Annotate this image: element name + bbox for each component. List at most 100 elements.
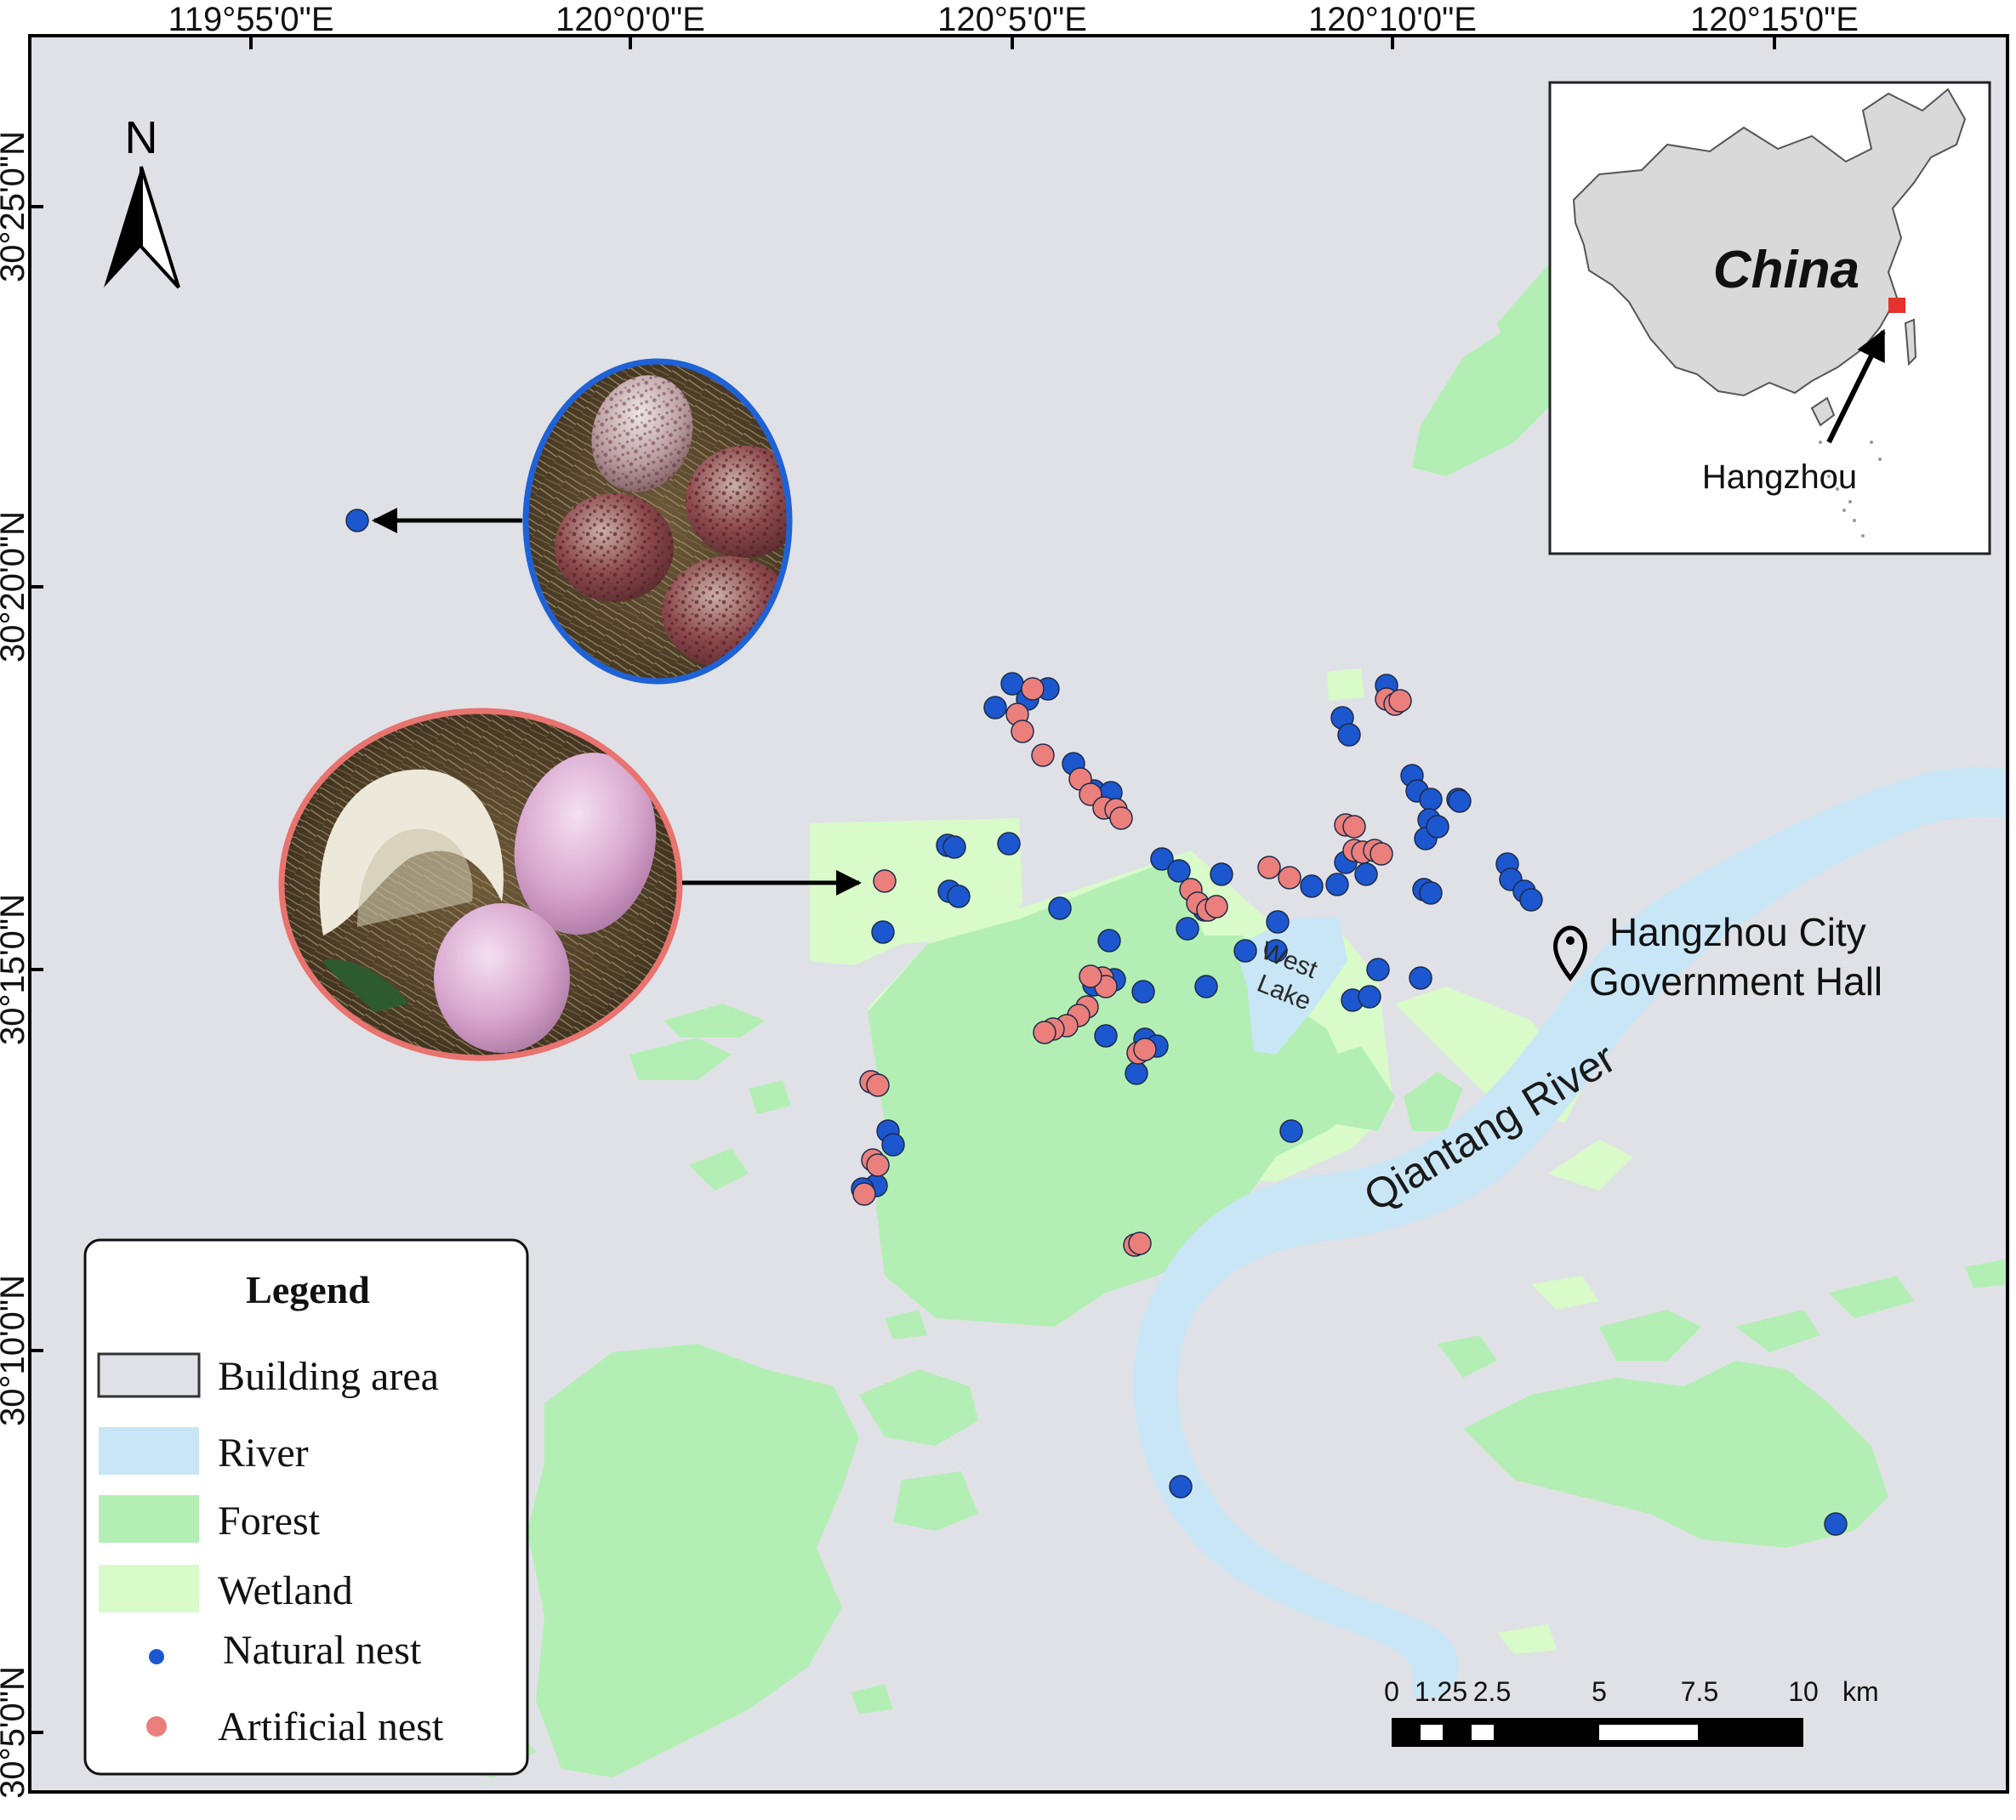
artificial-nest-marker-23 — [1133, 1038, 1157, 1061]
natural-nest-marker-31 — [1266, 910, 1290, 934]
natural-nest-marker-14 — [1048, 896, 1072, 920]
longitude-label-1: 119°55'0"E — [168, 1, 333, 38]
natural-nest-marker-17 — [1150, 847, 1174, 871]
legend-item-forest: Forest — [218, 1499, 321, 1544]
natural-nest-marker-57 — [1279, 1119, 1303, 1143]
natural-nest-marker-13 — [871, 920, 895, 944]
graticule-ticks — [30, 36, 1776, 1734]
natural-nest-marker-55 — [1519, 888, 1543, 912]
artificial-nest-marker-20 — [1033, 1021, 1056, 1044]
china-inset: China Hangzhou — [1548, 81, 1991, 555]
natural-nest-marker-30 — [1264, 939, 1288, 963]
artificial-nest-marker-31 — [1370, 842, 1393, 866]
natural-nest-marker-29 — [1233, 939, 1257, 963]
artificial-nest-marker-39 — [852, 1182, 876, 1206]
natural-nest-marker-22 — [1194, 975, 1218, 998]
natural-nest-marker-19 — [1210, 862, 1233, 886]
artificial-nest-photo — [278, 708, 683, 1061]
natural-nest-marker-32 — [1300, 874, 1324, 898]
natural-nest-marker-21 — [1176, 917, 1199, 941]
north-label: N — [125, 112, 158, 163]
natural-nest-marker-63 — [1824, 1512, 1848, 1536]
longitude-label-4: 120°10'0"E — [1308, 1, 1477, 38]
natural-nest-marker-33 — [1325, 873, 1349, 896]
artificial-nest-marker-34 — [1388, 689, 1412, 713]
legend-item-natural-nest: Natural nest — [223, 1628, 422, 1673]
artificial-nest-marker-42 — [873, 869, 897, 893]
artificial-nest-marker-38 — [866, 1153, 890, 1177]
natural-nest-marker-1 — [983, 696, 1007, 719]
scale-unit: km — [1842, 1676, 1879, 1707]
artificial-nest-marker-25 — [1278, 866, 1301, 890]
natural-nest-marker-37 — [1358, 985, 1381, 1009]
north-arrow-icon: N — [104, 112, 180, 289]
natural-nest-layer — [345, 509, 1848, 1536]
inset-arrow — [1826, 328, 1886, 444]
natural-nest-marker-59 — [881, 1133, 905, 1157]
artificial-nest-marker-21 — [1079, 964, 1102, 988]
artificial-nest-marker-36 — [866, 1073, 890, 1097]
legend-swatch-forest — [99, 1495, 199, 1543]
natural-nest-marker-35 — [1366, 958, 1390, 981]
latitude-label-2: 30°20'0"N — [0, 511, 31, 663]
legend-swatch-building — [97, 1352, 201, 1398]
legend-item-river: River — [218, 1430, 309, 1476]
artificial-nest-marker-13 — [1204, 895, 1228, 919]
natural-nest-marker-15 — [1097, 929, 1121, 953]
latitude-label-4: 30°10'0"N — [0, 1275, 31, 1426]
natural-nest-marker-50 — [1419, 881, 1443, 905]
legend-item-artificial-nest: Artificial nest — [218, 1704, 444, 1749]
artificial-nest-marker-24 — [1257, 856, 1281, 879]
legend-swatch-wetland — [99, 1565, 199, 1612]
natural-nest-marker-56 — [1354, 862, 1378, 886]
natural-nest-marker-12 — [947, 884, 971, 908]
scale-tick-1: 1.25 — [1415, 1676, 1467, 1707]
inset-country-label: China — [1713, 241, 1859, 299]
inset-city-label: Hangzhou — [1702, 458, 1857, 496]
scale-tick-3: 5 — [1592, 1676, 1607, 1707]
legend-item-building: Building area — [218, 1354, 439, 1399]
natural-nest-marker-39 — [1337, 723, 1361, 747]
artificial-nest-marker-27 — [1342, 815, 1366, 839]
natural-nest-marker-51 — [1409, 966, 1432, 990]
hall-label-line2: Government Hall — [1589, 959, 1882, 1004]
scale-tick-0: 0 — [1384, 1676, 1399, 1707]
latitude-label-3: 30°15'0"N — [0, 894, 31, 1045]
legend-item-wetland: Wetland — [218, 1568, 353, 1613]
latitude-label-5: 30°5'0"N — [0, 1666, 31, 1799]
natural-nest-marker-43 — [1419, 788, 1443, 811]
location-pin-icon — [1553, 925, 1587, 982]
artificial-nest-marker-4 — [1031, 743, 1055, 767]
west-lake — [1235, 917, 1347, 1055]
scale-tick-5: 10 — [1788, 1676, 1819, 1707]
natural-nest-marker-9 — [943, 835, 966, 859]
legend-title: Legend — [246, 1268, 370, 1311]
natural-nest-marker-47 — [1426, 815, 1449, 839]
map-body: West Lake Qiantang River Hangzhou City G… — [30, 36, 2007, 1792]
natural-nest-marker-48 — [1448, 789, 1472, 813]
latitude-label-1: 30°25'0"N — [0, 131, 31, 282]
natural-nest-marker-62 — [1169, 1475, 1193, 1499]
artificial-nest-marker-41 — [1128, 1231, 1152, 1255]
river-layer — [1133, 766, 2007, 1697]
scale-bar: 0 1.25 2.5 5 7.5 10 km — [1384, 1676, 1879, 1747]
legend-swatch-river — [99, 1427, 199, 1475]
natural-nest-marker-10 — [997, 832, 1021, 856]
legend-swatch-natural-nest — [149, 1649, 164, 1664]
hangzhou-marker — [1888, 298, 1905, 313]
natural-nest-marker-26 — [1094, 1024, 1118, 1048]
scale-tick-2: 2.5 — [1473, 1676, 1511, 1707]
natural-nest-marker-16 — [1131, 980, 1155, 1004]
hall-label-line1: Hangzhou City — [1609, 910, 1866, 954]
natural-nest-photo — [522, 358, 793, 685]
longitude-label-2: 120°0'0"E — [555, 1, 705, 38]
legend: Legend Building area River Forest Wetlan… — [83, 1238, 529, 1776]
longitude-label-3: 120°5'0"E — [937, 1, 1087, 38]
scale-tick-4: 7.5 — [1681, 1676, 1718, 1707]
artificial-nest-layer — [852, 677, 1412, 1257]
legend-swatch-artificial-nest — [146, 1716, 167, 1737]
natural-nest-marker-25 — [1125, 1061, 1148, 1085]
natural-nest-marker-18 — [1167, 859, 1191, 883]
artificial-nest-marker-9 — [1109, 806, 1133, 830]
